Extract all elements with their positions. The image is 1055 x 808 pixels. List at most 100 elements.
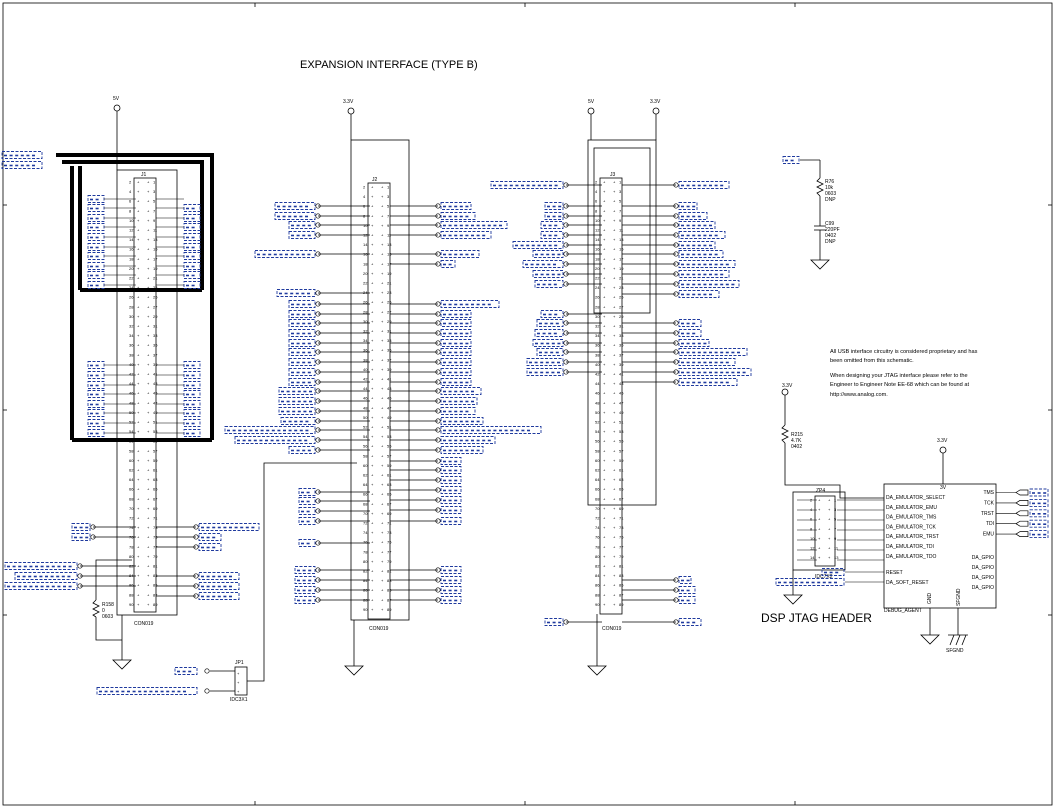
pin-marker: +: [603, 381, 606, 386]
pin-number: 77: [619, 544, 624, 549]
pin-number: 4: [363, 194, 366, 199]
pin-number: 75: [619, 535, 624, 540]
pin-marker: +: [828, 555, 831, 560]
j1-bus: [56, 153, 214, 442]
pin-marker: +: [603, 228, 606, 233]
net-label-outline: [532, 270, 564, 278]
pin-marker: +: [137, 304, 140, 309]
pin-marker: +: [371, 309, 374, 314]
net-label-outline: [288, 329, 316, 337]
net-label: [544, 212, 564, 220]
pin-marker: +: [371, 578, 374, 583]
net-label-outline: [198, 533, 222, 541]
r215-labels: 3.3V R215 4.7K 0402: [782, 383, 803, 450]
net-label-outline: [96, 687, 198, 695]
net-label: [440, 486, 462, 494]
net-label: [540, 231, 564, 239]
pin-number: 27: [153, 304, 158, 309]
pin-number: 18: [595, 256, 600, 261]
pin-number: 39: [153, 362, 158, 367]
pin-marker: +: [147, 448, 150, 453]
net-label-outline: [678, 576, 692, 584]
net-label: [1029, 488, 1049, 497]
pin-number: 11: [387, 233, 392, 238]
pin-number: 59: [619, 458, 624, 463]
pin-number: 83: [387, 578, 392, 583]
net-label-outline: [440, 310, 472, 318]
wire-terminal: [193, 534, 199, 540]
net-label: [96, 687, 198, 695]
pin-marker: +: [603, 276, 606, 281]
pin-number: 2: [129, 180, 132, 185]
pin-number: 30: [595, 314, 600, 319]
pin-marker: +: [137, 276, 140, 281]
pin-number: 17: [619, 256, 624, 261]
pin-marker: +: [147, 314, 150, 319]
pin-number: 14: [595, 237, 600, 242]
pin-number: 85: [387, 588, 392, 593]
net-label-outline: [678, 329, 702, 337]
net-label-outline: [440, 576, 462, 584]
net-label-outline: [288, 310, 316, 318]
net-label: [440, 476, 462, 484]
net-label: [678, 368, 752, 376]
pin-marker: +: [371, 348, 374, 353]
net-label-outline: [71, 523, 91, 531]
net-label: [288, 319, 316, 327]
net-label: [87, 281, 105, 289]
wire-terminal: [90, 524, 96, 530]
pin-marker: +: [603, 256, 606, 261]
pin-marker: +: [147, 535, 150, 540]
zp4-part: IDC7X2: [815, 574, 833, 580]
pin-number: 49: [387, 415, 392, 420]
pin-number: 87: [153, 592, 158, 597]
wire-terminal: [193, 544, 199, 550]
r76-c99-labels: R76 10k 0603 DNP C99 220PF 0402 DNP: [825, 179, 840, 245]
pin-number: 68: [129, 496, 134, 501]
pin-number: 35: [619, 343, 624, 348]
design-notes: All USB interface circuitry is considere…: [830, 349, 978, 398]
net-label: [87, 381, 105, 389]
net-label-outline: [532, 250, 564, 258]
pin-number: 7: [387, 213, 390, 218]
pin-marker: +: [613, 583, 616, 588]
net-label: [288, 310, 316, 318]
pin-number: 66: [595, 487, 600, 492]
net-label-outline: [288, 319, 316, 327]
net-label: [183, 400, 201, 408]
pin-number: 90: [363, 607, 368, 612]
pin-marker: +: [381, 559, 384, 564]
pin-marker: +: [603, 189, 606, 194]
pin-number: 88: [129, 592, 134, 597]
pin-marker: +: [137, 554, 140, 559]
pin-marker: +: [371, 386, 374, 391]
net-label-outline: [775, 578, 845, 586]
debug-agent-pin-right: TMS: [983, 490, 994, 496]
wire-terminal: [315, 203, 321, 209]
net-label: [4, 562, 78, 570]
pin-number: 60: [363, 463, 368, 468]
pin-marker: +: [147, 362, 150, 367]
pin-number: 33: [387, 338, 392, 343]
pin-marker: +: [613, 535, 616, 540]
jtag-header-title: DSP JTAG HEADER: [761, 611, 872, 625]
debug-agent-ref: DEBUG_AGENT: [884, 608, 922, 614]
j3-ground: [587, 614, 607, 676]
pin-number: 23: [387, 290, 392, 295]
pin-number: 5: [619, 199, 622, 204]
pin-number: 85: [619, 583, 624, 588]
debug-agent-pin-reset: RESET: [886, 570, 903, 576]
sfgnd-label: SFGND: [946, 648, 964, 654]
pin-number: 40: [129, 362, 134, 367]
wire-terminal: [563, 203, 569, 209]
net-label-outline: [821, 568, 845, 576]
off-page-connector: [1015, 510, 1029, 517]
connector-j3: J3 CON019: [587, 139, 657, 632]
net-label-outline: [198, 572, 240, 580]
j3-part: CON019: [602, 626, 622, 632]
pin-number: 29: [619, 314, 624, 319]
net-label-outline: [174, 667, 198, 675]
pin-marker: +: [603, 199, 606, 204]
net-label: [198, 523, 260, 531]
